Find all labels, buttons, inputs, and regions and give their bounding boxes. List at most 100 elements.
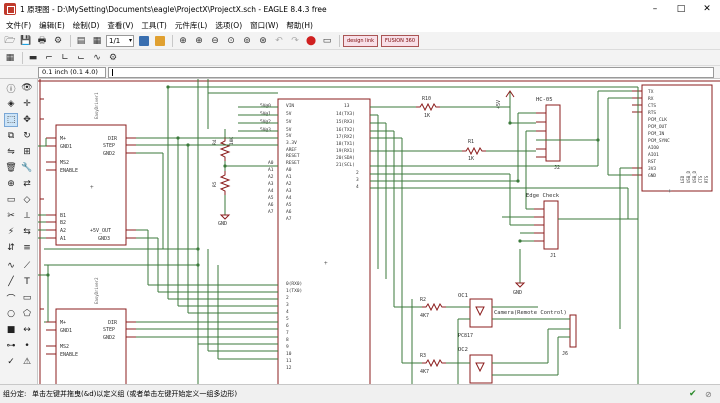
layer-icon[interactable]: ▬ xyxy=(28,52,38,63)
mirror-icon[interactable]: ⇋ xyxy=(7,147,15,157)
wire-icon[interactable]: ╱ xyxy=(8,277,14,287)
polygon-icon[interactable]: ⬠ xyxy=(23,309,31,319)
pinswap-icon[interactable]: ⇵ xyxy=(7,243,15,253)
title-bar: 1 原理图 - D:\MySetting\Documents\eagle\Pro… xyxy=(0,0,720,18)
mcu-pin-label: 5V xyxy=(286,127,292,133)
go-icon[interactable]: ▭ xyxy=(322,35,332,46)
curve-icon[interactable]: ∿ xyxy=(93,52,101,63)
run-ulp-icon[interactable] xyxy=(153,34,167,48)
menu-help[interactable]: 帮助(H) xyxy=(286,20,313,30)
menu-library[interactable]: 元件库(L) xyxy=(174,20,208,30)
junction-icon[interactable]: • xyxy=(24,341,30,351)
show-icon[interactable]: 👁 xyxy=(21,83,33,93)
display-icon[interactable]: ◈ xyxy=(7,99,15,109)
board-icon[interactable]: ▤ xyxy=(76,35,86,46)
value-icon[interactable]: ◇ xyxy=(23,195,31,205)
fill-icon[interactable]: ■ xyxy=(6,325,16,335)
replace-icon[interactable]: ⇄ xyxy=(23,179,31,189)
align-icon[interactable]: ⊞ xyxy=(23,147,31,157)
erc-icon[interactable]: ✓ xyxy=(7,357,15,367)
easydriver2-body xyxy=(55,308,127,384)
split-icon[interactable]: ⟂ xyxy=(23,211,30,221)
menu-window[interactable]: 窗口(W) xyxy=(250,20,279,30)
grid-icon[interactable]: ▦ xyxy=(5,52,15,63)
redo-icon[interactable]: ↷ xyxy=(291,35,299,46)
bt-pin-label: LED xyxy=(680,175,685,183)
eagle-app-icon xyxy=(4,3,16,15)
maximize-button[interactable]: □ xyxy=(676,4,686,14)
script-icon[interactable] xyxy=(137,34,151,48)
width-icon[interactable]: ⚙ xyxy=(108,52,118,63)
print-icon[interactable]: 🖶 xyxy=(37,35,47,46)
move-icon[interactable]: ✥ xyxy=(23,115,31,125)
schematic-canvas[interactable]: EasyDriver1 M+ GND1 MS2 ENABLE B1 B2 A2 … xyxy=(38,79,720,384)
sheet-select[interactable]: 1/1 xyxy=(106,34,134,47)
minimize-button[interactable]: – xyxy=(652,4,658,14)
mark-icon[interactable]: ✛ xyxy=(23,99,31,109)
stop-circle-icon[interactable]: ⊘ xyxy=(705,390,712,399)
menu-options[interactable]: 选项(O) xyxy=(215,20,243,30)
bend-icon[interactable]: ⌐ xyxy=(45,52,53,63)
group-icon[interactable]: ⬚ xyxy=(4,113,18,127)
text-icon[interactable]: T xyxy=(24,277,30,287)
mcu-pin-label: 3 xyxy=(356,177,359,183)
zoom-out-icon[interactable]: ⊖ xyxy=(211,35,219,46)
toolbar-divider xyxy=(339,34,340,47)
menu-file[interactable]: 文件(F) xyxy=(6,20,32,30)
invoke-icon[interactable]: ⚡ xyxy=(7,227,15,237)
net-wires xyxy=(38,79,639,384)
stop-icon[interactable]: ⬤ xyxy=(305,35,317,46)
net-label: A0 xyxy=(268,160,274,166)
dimension-icon[interactable]: ↔ xyxy=(23,325,31,335)
errors-icon[interactable]: ⚠ xyxy=(22,357,32,367)
command-input[interactable] xyxy=(108,67,714,78)
net-icon[interactable]: ∿ xyxy=(7,261,15,271)
rotate-icon[interactable]: ↻ xyxy=(23,131,31,141)
menu-tools[interactable]: 工具(T) xyxy=(141,20,167,30)
close-button[interactable]: ✕ xyxy=(703,4,711,14)
tools-icon[interactable]: 🔧 xyxy=(21,163,33,173)
menu-view[interactable]: 查看(V) xyxy=(107,20,134,30)
delete-icon[interactable]: 🗑 xyxy=(5,163,17,173)
cam-icon[interactable]: ⚙ xyxy=(53,35,63,46)
mcu-pin-label: 10 xyxy=(286,351,292,357)
check-icon[interactable]: ✔ xyxy=(689,389,697,399)
copy-icon[interactable]: ⧉ xyxy=(7,131,15,141)
open-icon[interactable]: 🗁 xyxy=(4,35,16,46)
label-icon[interactable]: ⊶ xyxy=(6,341,16,351)
bend-style-icon[interactable]: ⌙ xyxy=(77,52,85,63)
attribute-icon[interactable]: ≡ xyxy=(23,243,31,253)
hc05-connector xyxy=(545,104,561,162)
info-icon[interactable]: ⓘ xyxy=(6,84,16,95)
net-label: 5V@2 xyxy=(260,119,271,125)
rect-icon[interactable]: ▭ xyxy=(22,293,32,303)
edge-check-connector xyxy=(543,200,559,250)
fusion360-button[interactable]: FUSION 360 xyxy=(381,34,420,47)
name-icon[interactable]: ▭ xyxy=(6,195,16,205)
zoom-in-icon[interactable]: ⊕ xyxy=(195,35,203,46)
smash-icon[interactable]: ✂ xyxy=(7,211,15,221)
r2-label: R2 xyxy=(420,297,426,303)
zoom-select-icon[interactable]: ⊙ xyxy=(227,35,235,46)
mcu-pin-label: 5V xyxy=(286,111,292,117)
undo-icon[interactable]: ↶ xyxy=(275,35,283,46)
add-icon[interactable]: ⊕ xyxy=(7,179,15,189)
circle-icon[interactable]: ○ xyxy=(7,309,15,319)
tool-panel: ⓘ 👁 ◈ ✛ ⬚ ✥ ⧉ ↻ ⇋ ⊞ 🗑 🔧 ⊕ ⇄ ▭ ◇ ✂ ⟂ ⚡ ⇆ … xyxy=(0,79,38,384)
menu-edit[interactable]: 编辑(E) xyxy=(39,20,65,30)
mcu-pin-label: 20(SDA) xyxy=(336,155,355,161)
mcu-pin-label: 7 xyxy=(286,330,289,336)
sheet-icon[interactable]: ▦ xyxy=(92,35,102,46)
save-icon[interactable]: 💾 xyxy=(20,35,32,46)
zoom-redraw-icon[interactable]: ⊛ xyxy=(259,35,267,46)
design-link-button[interactable]: design link xyxy=(343,34,379,47)
menu-draw[interactable]: 绘制(D) xyxy=(72,20,100,30)
miter-icon[interactable]: ∟ xyxy=(61,52,69,63)
mcu-pin-label: A7 xyxy=(286,216,292,222)
gateswap-icon[interactable]: ⇆ xyxy=(23,227,31,237)
arc-icon[interactable]: ⌒ xyxy=(6,294,16,305)
zoom-last-icon[interactable]: ⊚ xyxy=(243,35,251,46)
bus-icon[interactable]: ⟋ xyxy=(23,261,31,271)
zoom-fit-icon[interactable]: ⊕ xyxy=(179,35,187,46)
u1-pin-label: STEP xyxy=(103,143,115,149)
